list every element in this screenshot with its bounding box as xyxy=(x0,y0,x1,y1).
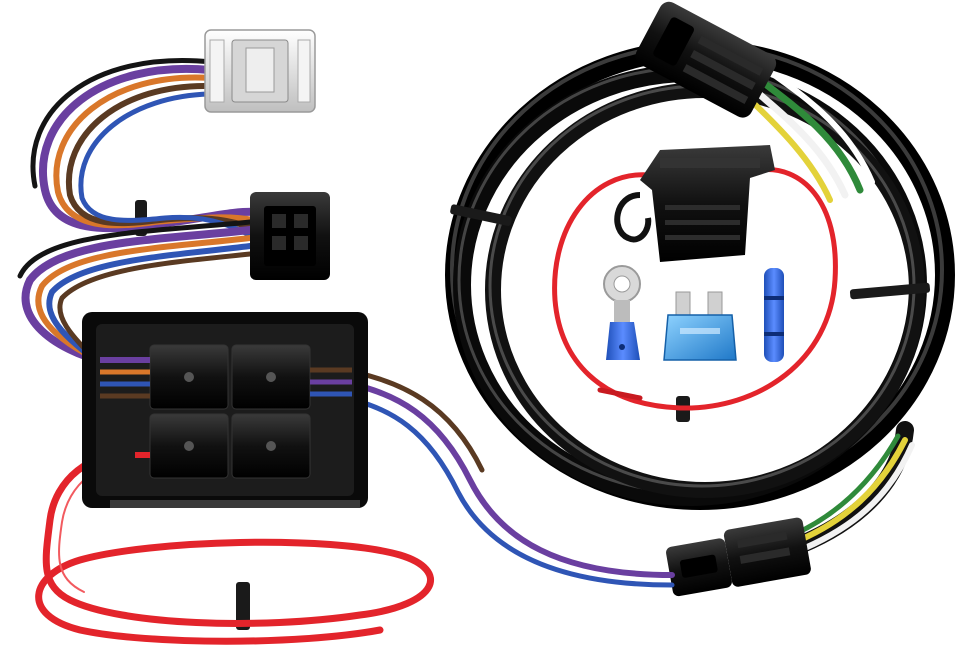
blade-fuse xyxy=(663,291,737,361)
white-connector-top xyxy=(204,29,316,113)
fuse-wire-loop xyxy=(552,167,838,411)
bottom-connector-wires xyxy=(792,433,915,551)
ring-terminal xyxy=(603,265,641,360)
multicolor-wire-bundle xyxy=(17,58,675,588)
inline-fuse-holder xyxy=(614,145,775,262)
relay-module xyxy=(82,312,368,508)
four-pin-flat-connector xyxy=(635,1,777,118)
relay-block xyxy=(149,344,311,479)
butt-splice-connector xyxy=(764,268,784,362)
black-connector-middle xyxy=(250,192,330,280)
top-connector-wires xyxy=(742,69,875,203)
bottom-right-connector xyxy=(666,517,811,597)
